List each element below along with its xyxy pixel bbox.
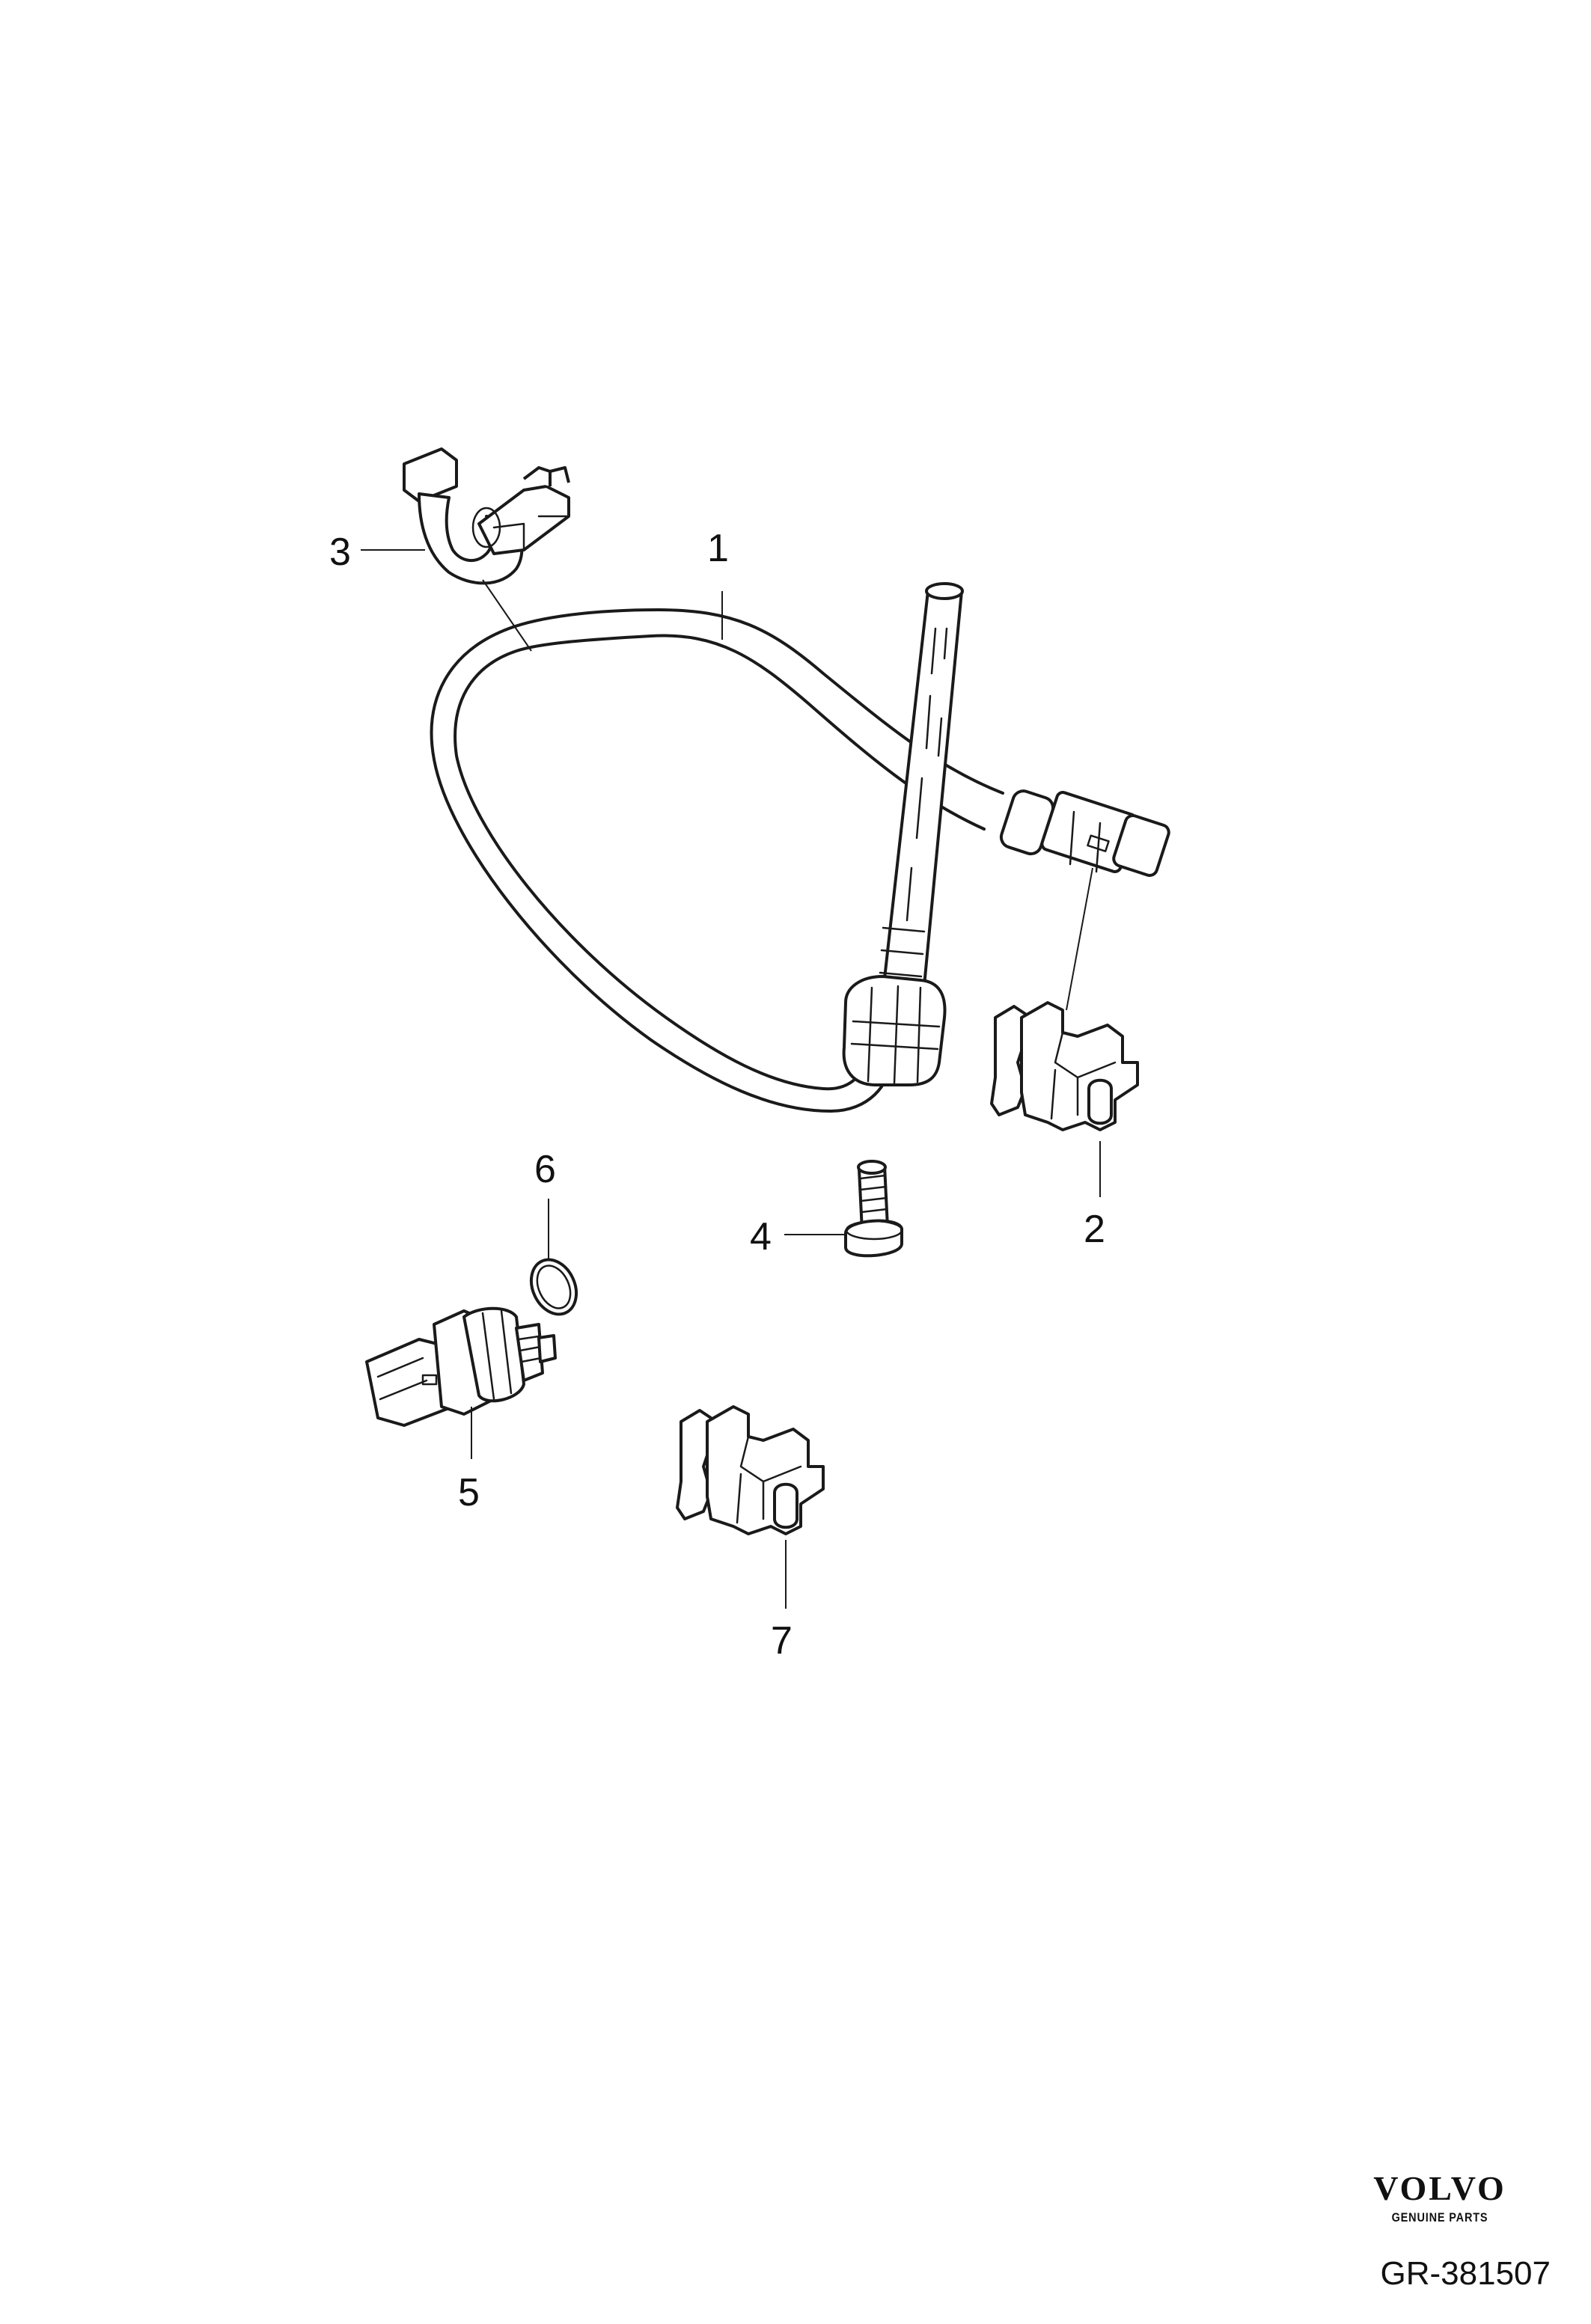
callout-2: 2	[1084, 1208, 1105, 1251]
connector-bracket-upper	[990, 1001, 1139, 1131]
temperature-sensor	[365, 1306, 557, 1427]
diagram-reference-code: GR-381507	[1380, 2255, 1551, 2292]
o-ring	[529, 1258, 578, 1316]
connector-bracket-lower	[676, 1405, 825, 1535]
leader-lines	[361, 549, 1101, 1609]
wiring-harness	[430, 582, 1170, 1113]
cable-clip	[403, 447, 570, 585]
callout-5: 5	[458, 1471, 480, 1514]
callout-4: 4	[750, 1215, 772, 1259]
leader-3-to-harness	[482, 579, 532, 652]
brand-tagline: GENUINE PARTS	[1391, 2210, 1488, 2224]
callout-6: 6	[534, 1148, 556, 1191]
callout-1: 1	[707, 527, 729, 570]
callout-7: 7	[771, 1619, 793, 1663]
brand-logo-text: VOLVO	[1373, 2169, 1506, 2207]
leader-2-to-connector	[1066, 867, 1093, 1011]
volvo-brand-logo: VOLVO GENUINE PARTS	[1328, 2171, 1552, 2225]
bolt	[844, 1160, 903, 1258]
callout-3: 3	[329, 530, 351, 574]
